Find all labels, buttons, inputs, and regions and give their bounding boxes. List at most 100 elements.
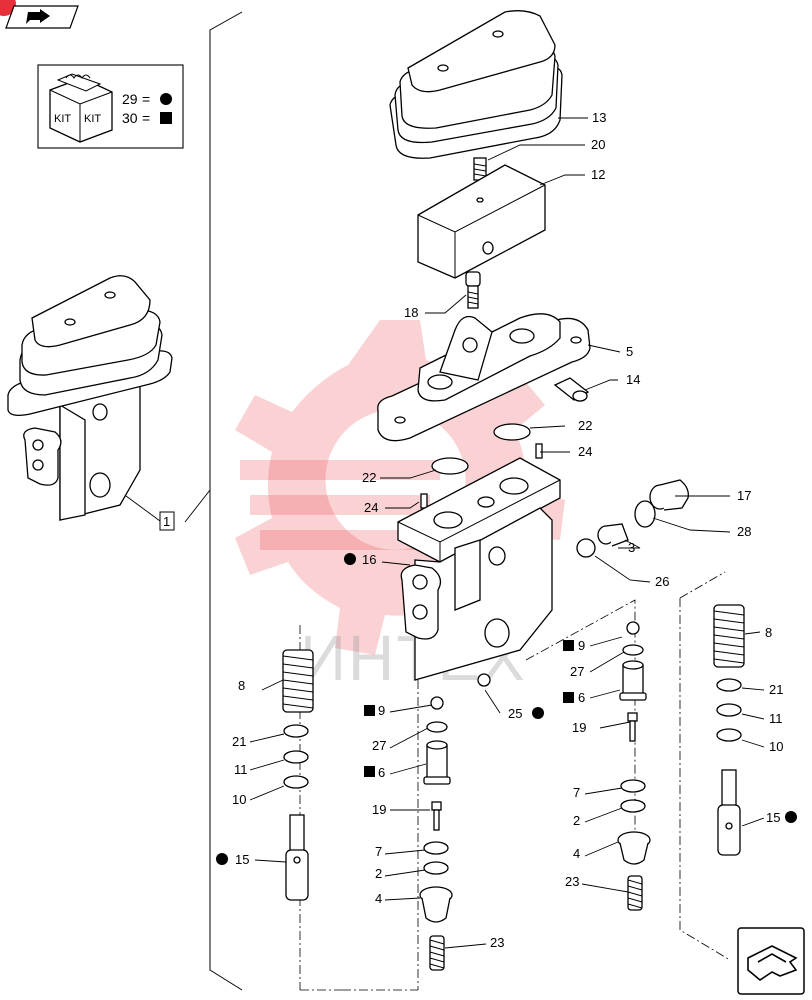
arrow-back-icon bbox=[26, 9, 50, 24]
callout-20[interactable]: 20 bbox=[591, 137, 605, 152]
callout-11-left[interactable]: 11 bbox=[234, 762, 248, 777]
callout-28[interactable]: 28 bbox=[737, 524, 751, 539]
callout-15-left[interactable]: 15 bbox=[235, 852, 249, 867]
part-11-washer-left[interactable] bbox=[283, 750, 309, 764]
kit-30-number: 30 bbox=[122, 110, 138, 126]
callout-22-right[interactable]: 22 bbox=[578, 418, 592, 433]
overview-callout-label: 1 bbox=[163, 514, 170, 529]
callout-2-right[interactable]: 2 bbox=[573, 813, 580, 828]
next-page-button[interactable] bbox=[737, 927, 805, 995]
part-10-washer-right[interactable] bbox=[716, 728, 742, 742]
kit-29-number: 29 bbox=[122, 91, 138, 107]
part-2-washer-middle[interactable] bbox=[423, 861, 449, 875]
callout-25[interactable]: 25 bbox=[508, 706, 522, 721]
leader-lines bbox=[249, 117, 765, 949]
callout-9-mid[interactable]: 9 bbox=[378, 703, 385, 718]
part-5-plate[interactable] bbox=[377, 313, 591, 442]
callout-10-left[interactable]: 10 bbox=[232, 792, 246, 807]
callout-15-right[interactable]: 15 bbox=[766, 810, 780, 825]
callout-4-mid[interactable]: 4 bbox=[375, 891, 382, 906]
part-6-spool-right[interactable] bbox=[619, 660, 647, 701]
callout-6-right[interactable]: 6 bbox=[578, 690, 585, 705]
callout-16[interactable]: 16 bbox=[362, 552, 376, 567]
kit-square-marker bbox=[160, 112, 172, 124]
part-15-plunger-right[interactable] bbox=[717, 769, 741, 856]
part-10-washer-left[interactable] bbox=[283, 775, 309, 789]
callout-24-left[interactable]: 24 bbox=[364, 500, 378, 515]
callout-7-mid[interactable]: 7 bbox=[375, 844, 382, 859]
part-21-washer-left[interactable] bbox=[283, 724, 309, 738]
part-9-ball-middle[interactable] bbox=[430, 696, 444, 710]
part-3-fitting[interactable] bbox=[597, 523, 629, 547]
part-8-spring-left[interactable] bbox=[282, 649, 314, 713]
part-2-washer-right[interactable] bbox=[620, 799, 646, 813]
part-15-plunger-left[interactable] bbox=[285, 814, 309, 901]
part-13-boot[interactable] bbox=[389, 10, 563, 159]
callout-10-right[interactable]: 10 bbox=[769, 739, 783, 754]
callout-12[interactable]: 12 bbox=[591, 167, 605, 182]
callout-14[interactable]: 14 bbox=[626, 372, 640, 387]
callout-21-left[interactable]: 21 bbox=[232, 734, 246, 749]
callout-23-right[interactable]: 23 bbox=[565, 874, 579, 889]
kit-label-left: KIT bbox=[54, 113, 71, 125]
part-19-screw-right[interactable] bbox=[627, 712, 638, 742]
part-26-ball[interactable] bbox=[576, 538, 596, 558]
callout-labels: 13 20 12 18 5 14 22 24 22 24 17 28 3 16 … bbox=[216, 110, 797, 950]
callout-22-left[interactable]: 22 bbox=[362, 470, 376, 485]
part-6-spool-middle[interactable] bbox=[423, 740, 451, 785]
part-14-pin[interactable] bbox=[553, 377, 590, 402]
part-22-seal-left[interactable] bbox=[431, 457, 469, 475]
callout-5[interactable]: 5 bbox=[626, 344, 633, 359]
left-spring-stack bbox=[282, 625, 342, 991]
callout-4-right[interactable]: 4 bbox=[573, 846, 580, 861]
callout-11-right[interactable]: 11 bbox=[769, 711, 783, 726]
part-27-seal-right[interactable] bbox=[622, 644, 644, 656]
part-19-screw-middle[interactable] bbox=[431, 801, 442, 831]
callout-6-mid-square-marker bbox=[364, 766, 375, 777]
part-9-ball-right[interactable] bbox=[626, 621, 640, 635]
callout-7-right[interactable]: 7 bbox=[573, 785, 580, 800]
part-24-pin-right[interactable] bbox=[535, 443, 543, 459]
part-21-washer-right[interactable] bbox=[716, 678, 742, 692]
callout-18[interactable]: 18 bbox=[404, 305, 418, 320]
overview-assembly: 1 bbox=[7, 275, 175, 531]
part-23-spring-middle[interactable] bbox=[429, 935, 445, 971]
part-22-seal-right[interactable] bbox=[493, 423, 531, 441]
part-25-ball[interactable] bbox=[477, 673, 491, 687]
callout-8-left[interactable]: 8 bbox=[238, 678, 245, 693]
part-27-seal-middle[interactable] bbox=[426, 721, 448, 733]
callout-21-right[interactable]: 21 bbox=[769, 682, 783, 697]
part-28-seal[interactable] bbox=[634, 500, 656, 528]
callout-26[interactable]: 26 bbox=[655, 574, 669, 589]
kit-box-icon: KIT KIT bbox=[49, 73, 113, 143]
back-button[interactable] bbox=[0, 0, 79, 29]
callout-2-mid[interactable]: 2 bbox=[375, 866, 382, 881]
part-8-spring-right[interactable] bbox=[713, 604, 745, 668]
callout-13[interactable]: 13 bbox=[592, 110, 606, 125]
part-4-guide-middle[interactable] bbox=[419, 886, 453, 923]
callout-19-mid[interactable]: 19 bbox=[372, 802, 386, 817]
part-7-washer-right[interactable] bbox=[620, 779, 646, 793]
callout-17[interactable]: 17 bbox=[737, 488, 751, 503]
callout-27-right[interactable]: 27 bbox=[570, 664, 584, 679]
kit-circle-marker bbox=[160, 93, 172, 105]
right-middle-stack bbox=[525, 599, 651, 911]
callout-27-mid[interactable]: 27 bbox=[372, 738, 386, 753]
part-7-washer-middle[interactable] bbox=[423, 841, 449, 855]
part-16-valve-body[interactable] bbox=[397, 457, 561, 681]
part-17-plug[interactable] bbox=[649, 479, 689, 511]
callout-23-mid[interactable]: 23 bbox=[490, 935, 504, 950]
callout-24-right[interactable]: 24 bbox=[578, 444, 592, 459]
part-24-pin-left[interactable] bbox=[420, 493, 428, 509]
part-11-washer-right[interactable] bbox=[716, 703, 742, 717]
part-12-block[interactable] bbox=[417, 164, 546, 279]
callout-6-mid[interactable]: 6 bbox=[378, 765, 385, 780]
part-23-spring-right[interactable] bbox=[627, 875, 643, 911]
callout-19-right[interactable]: 19 bbox=[572, 720, 586, 735]
callout-3[interactable]: 3 bbox=[628, 540, 635, 555]
callout-9-right[interactable]: 9 bbox=[578, 638, 585, 653]
part-4-guide-right[interactable] bbox=[617, 831, 651, 865]
part-18-screw[interactable] bbox=[465, 271, 481, 309]
callout-8-right[interactable]: 8 bbox=[765, 625, 772, 640]
